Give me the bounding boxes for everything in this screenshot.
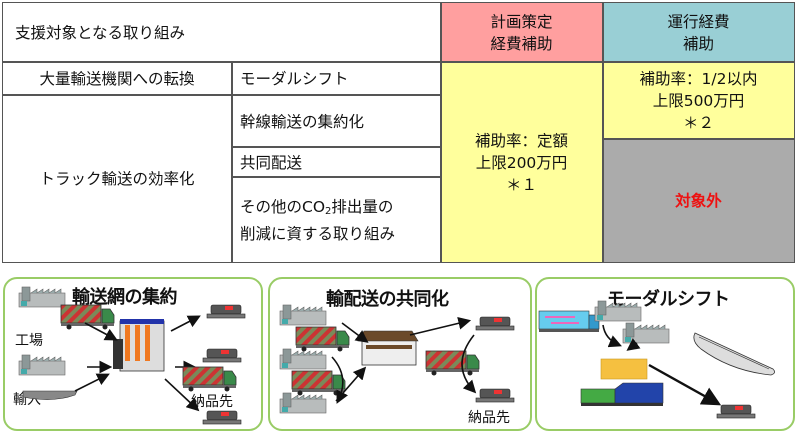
tanker-truck-icon bbox=[475, 316, 515, 331]
tanker-truck-icon bbox=[716, 404, 756, 419]
arrow-icon bbox=[170, 315, 201, 332]
warehouse-icon bbox=[113, 319, 165, 372]
arrow-icon bbox=[335, 366, 367, 402]
operating-rate: 補助率：1/2以内 bbox=[639, 70, 758, 88]
item-other-line1: その他のCO2排出量の bbox=[240, 196, 393, 223]
header-target-text: 支援対象となる取り組み bbox=[15, 23, 186, 42]
item-other-subscript: 2 bbox=[325, 205, 332, 217]
panel-modal-shift-title: モーダルシフト bbox=[607, 289, 730, 310]
item-other-line2: 削減に資する取り組み bbox=[240, 224, 396, 243]
header-planning-line1: 計画策定 bbox=[490, 12, 553, 31]
planning-terms: 補助率：定額 上限200万円 ＊１ bbox=[441, 63, 602, 262]
divider bbox=[231, 61, 233, 262]
arrow-icon bbox=[409, 317, 472, 336]
divider bbox=[232, 176, 441, 178]
header-planning-line2: 経費補助 bbox=[490, 34, 553, 53]
ship-icon bbox=[22, 390, 78, 400]
divider bbox=[3, 61, 794, 63]
label-factory: 工場 bbox=[15, 333, 43, 349]
panel-network-consolidation-title: 輸送網の集約 bbox=[72, 287, 178, 308]
tanker-truck-icon bbox=[202, 348, 242, 363]
truck-icon bbox=[60, 304, 115, 330]
arrow-icon bbox=[341, 322, 369, 343]
item-joint-delivery-label: 共同配送 bbox=[240, 153, 303, 172]
ship-icon bbox=[693, 332, 775, 376]
item-trunk-consolidation: 幹線輸送の集約化 bbox=[232, 96, 440, 147]
truck-icon bbox=[425, 350, 480, 376]
container-icon bbox=[600, 358, 648, 380]
joint-delivery-illustration bbox=[279, 304, 515, 414]
arrow-icon bbox=[74, 373, 110, 392]
item-other-co2-reduction: その他のCO2排出量の 削減に資する取り組み bbox=[232, 178, 440, 262]
arrow-icon bbox=[461, 334, 477, 394]
item-modal-shift-label: モーダルシフト bbox=[240, 70, 349, 88]
truck-icon bbox=[291, 370, 346, 396]
not-eligible-label: 対象外 bbox=[675, 192, 722, 210]
operating-limit: 上限500万円 bbox=[652, 92, 745, 110]
item-other-co: その他のCO bbox=[240, 197, 326, 216]
category-truck-efficiency: トラック輸送の効率化 bbox=[3, 96, 231, 262]
operating-note: ＊２ bbox=[682, 114, 714, 132]
item-modal-shift: モーダルシフト bbox=[232, 63, 440, 95]
category-mass-transport: 大量輸送機関への転換 bbox=[3, 63, 231, 95]
factory-icon bbox=[594, 300, 642, 322]
factory-icon bbox=[279, 348, 327, 370]
modal-shift-illustration bbox=[538, 300, 775, 419]
not-eligible-cell: 対象外 bbox=[603, 140, 794, 262]
subsidy-table: 支援対象となる取り組み 計画策定 経費補助 運行経費 補助 大量輸送機関への転換… bbox=[2, 2, 795, 263]
arrow-icon bbox=[626, 338, 641, 351]
item-trunk-consolidation-label: 幹線輸送の集約化 bbox=[240, 112, 365, 131]
depot-icon bbox=[357, 330, 419, 366]
arrow-icon bbox=[648, 363, 722, 406]
planning-note: ＊１ bbox=[505, 175, 537, 194]
train-icon bbox=[580, 382, 664, 406]
network-consolidation-illustration bbox=[18, 286, 246, 425]
header-target-label: 支援対象となる取り組み bbox=[3, 3, 440, 62]
arrow-icon bbox=[164, 378, 200, 412]
divider bbox=[3, 94, 441, 96]
tanker-truck-icon bbox=[206, 304, 246, 319]
label-destination: 納品先 bbox=[191, 394, 233, 410]
header-planning-subsidy: 計画策定 経費補助 bbox=[441, 3, 602, 62]
tanker-truck-icon bbox=[202, 410, 242, 425]
header-operating-line1: 運行経費 bbox=[667, 12, 730, 31]
factory-icon bbox=[622, 322, 670, 344]
header-operating-subsidy: 運行経費 補助 bbox=[603, 3, 794, 62]
truck-icon bbox=[182, 366, 237, 392]
item-other-emission: 排出量の bbox=[331, 197, 394, 216]
panel-joint-delivery: 輸配送の共同化 納品先 bbox=[268, 277, 532, 431]
divider bbox=[232, 146, 441, 148]
divider bbox=[603, 138, 794, 140]
divider bbox=[440, 3, 442, 262]
category-mass-transport-label: 大量輸送機関への転換 bbox=[39, 70, 195, 88]
arrow-icon bbox=[602, 324, 622, 348]
panel-network-consolidation: 輸送網の集約 工場 輸入 納品先 bbox=[3, 277, 263, 431]
planning-limit: 上限200万円 bbox=[475, 153, 568, 172]
panel-joint-delivery-title: 輸配送の共同化 bbox=[326, 289, 449, 310]
panel-modal-shift: モーダルシフト bbox=[535, 277, 795, 431]
label-destination: 納品先 bbox=[468, 410, 510, 426]
category-truck-efficiency-label: トラック輸送の効率化 bbox=[39, 170, 195, 188]
factory-icon bbox=[279, 392, 327, 414]
tanker-truck-icon bbox=[475, 388, 515, 403]
planning-rate: 補助率：定額 bbox=[474, 131, 568, 150]
factory-icon bbox=[18, 286, 66, 308]
truck-icon bbox=[538, 310, 600, 332]
operating-terms: 補助率：1/2以内 上限500万円 ＊２ bbox=[603, 63, 794, 139]
truck-icon bbox=[295, 326, 350, 352]
factory-icon bbox=[18, 354, 66, 376]
factory-icon bbox=[279, 304, 327, 326]
divider bbox=[602, 3, 604, 262]
arrow-icon bbox=[84, 322, 118, 341]
header-operating-line2: 補助 bbox=[682, 34, 714, 53]
item-joint-delivery: 共同配送 bbox=[232, 148, 440, 177]
